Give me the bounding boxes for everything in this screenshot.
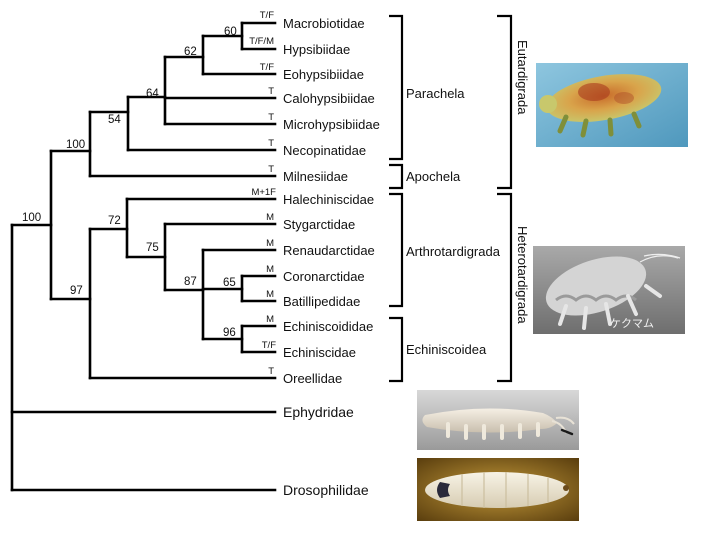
- taxon-microhypsibiidae: Microhypsibiidae: [283, 117, 380, 132]
- taxon-drosophilidae: Drosophilidae: [283, 482, 369, 498]
- taxon-halechiniscidae: Halechiniscidae: [283, 192, 374, 207]
- taxon-necopinatidae: Necopinatidae: [283, 143, 366, 158]
- taxon-coronarctidae: Coronarctidae: [283, 269, 365, 284]
- mode-oreellidae: T: [268, 366, 274, 377]
- mode-necopinatidae: T: [268, 138, 274, 149]
- ephydridae-larva-photo: [417, 390, 579, 450]
- mode-macrobiotidae: T/F: [260, 10, 274, 21]
- support-parachela-apochela: 100: [66, 139, 85, 151]
- support-heterotardigrada: 97: [70, 285, 83, 297]
- bracket-apochela: [389, 163, 404, 190]
- mode-labels: T/F T/F/M T/F T T T T M+1F M M M M M T/F…: [249, 10, 276, 377]
- heterotardigrade-sem-photo: ケクマム: [533, 246, 685, 334]
- taxon-milnesiidae: Milnesiidae: [283, 169, 348, 184]
- support-arthro-main: 72: [108, 215, 121, 227]
- taxon-stygarctidae: Stygarctidae: [283, 217, 355, 232]
- mode-microhypsibiidae: T: [268, 112, 274, 123]
- mode-halechiniscidae: M+1F: [251, 187, 276, 198]
- support-with-eohyps: 62: [184, 46, 197, 58]
- taxon-hypsibiidae: Hypsibiidae: [283, 42, 350, 57]
- sem-photo-caption: ケクマム: [610, 317, 654, 330]
- taxon-echiniscidae: Echiniscidae: [283, 345, 356, 360]
- mode-milnesiidae: T: [268, 164, 274, 175]
- mode-renaudarctidae: M: [266, 238, 274, 249]
- group-brackets: Parachela Apochela Arthrotardigrada Echi…: [389, 14, 530, 383]
- bracket-eutardigrada: [497, 14, 513, 190]
- group-heterotardigrada: Heterotardigrada: [515, 226, 530, 324]
- support-with-calo-micro: 64: [146, 88, 159, 100]
- bracket-echiniscoidea: [389, 316, 404, 383]
- mode-echiniscidae: T/F: [262, 340, 276, 351]
- group-echiniscoidea: Echiniscoidea: [406, 342, 487, 357]
- taxon-calohypsibiidae: Calohypsibiidae: [283, 91, 375, 106]
- mode-coronarctidae: M: [266, 264, 274, 275]
- group-arthrotardigrada: Arthrotardigrada: [406, 244, 501, 259]
- mode-batillipedidae: M: [266, 289, 274, 300]
- mode-eohypsibiidae: T/F: [260, 62, 274, 73]
- taxon-eohypsibiidae: Eohypsibiidae: [283, 67, 364, 82]
- group-parachela: Parachela: [406, 86, 465, 101]
- bracket-heterotardigrada: [497, 192, 513, 383]
- taxon-renaudarctidae: Renaudarctidae: [283, 243, 375, 258]
- support-values: 60 62 64 54 100 100 97 72 75 87 65 96: [22, 26, 237, 339]
- group-eutardigrada: Eutardigrada: [515, 40, 530, 115]
- taxon-ephydridae: Ephydridae: [283, 404, 354, 420]
- taxon-oreellidae: Oreellidae: [283, 371, 342, 386]
- support-with-stygarct: 75: [146, 242, 159, 254]
- support-corono-batil: 65: [223, 277, 236, 289]
- support-echiniscoidea: 96: [223, 327, 236, 339]
- support-renaud-group: 87: [184, 276, 197, 288]
- taxon-echiniscoididae: Echiniscoididae: [283, 319, 373, 334]
- mode-stygarctidae: M: [266, 212, 274, 223]
- bracket-arthrotardigrada: [389, 192, 404, 308]
- mode-echiniscoididae: M: [266, 314, 274, 325]
- bracket-parachela: [389, 14, 404, 161]
- group-apochela: Apochela: [406, 169, 461, 184]
- support-root: 100: [22, 212, 41, 224]
- tree-branches: [10, 21, 277, 492]
- mode-hypsibiidae: T/F/M: [249, 36, 274, 47]
- taxon-labels: Macrobiotidae Hypsibiidae Eohypsibiidae …: [283, 16, 380, 498]
- support-macro-hypsi: 60: [224, 26, 237, 38]
- mode-calohypsibiidae: T: [268, 86, 274, 97]
- eutardigrade-photo: [536, 63, 688, 147]
- taxon-macrobiotidae: Macrobiotidae: [283, 16, 365, 31]
- taxon-batillipedidae: Batillipedidae: [283, 294, 360, 309]
- support-with-necop: 54: [108, 114, 121, 126]
- drosophilidae-pupa-photo: [417, 458, 579, 521]
